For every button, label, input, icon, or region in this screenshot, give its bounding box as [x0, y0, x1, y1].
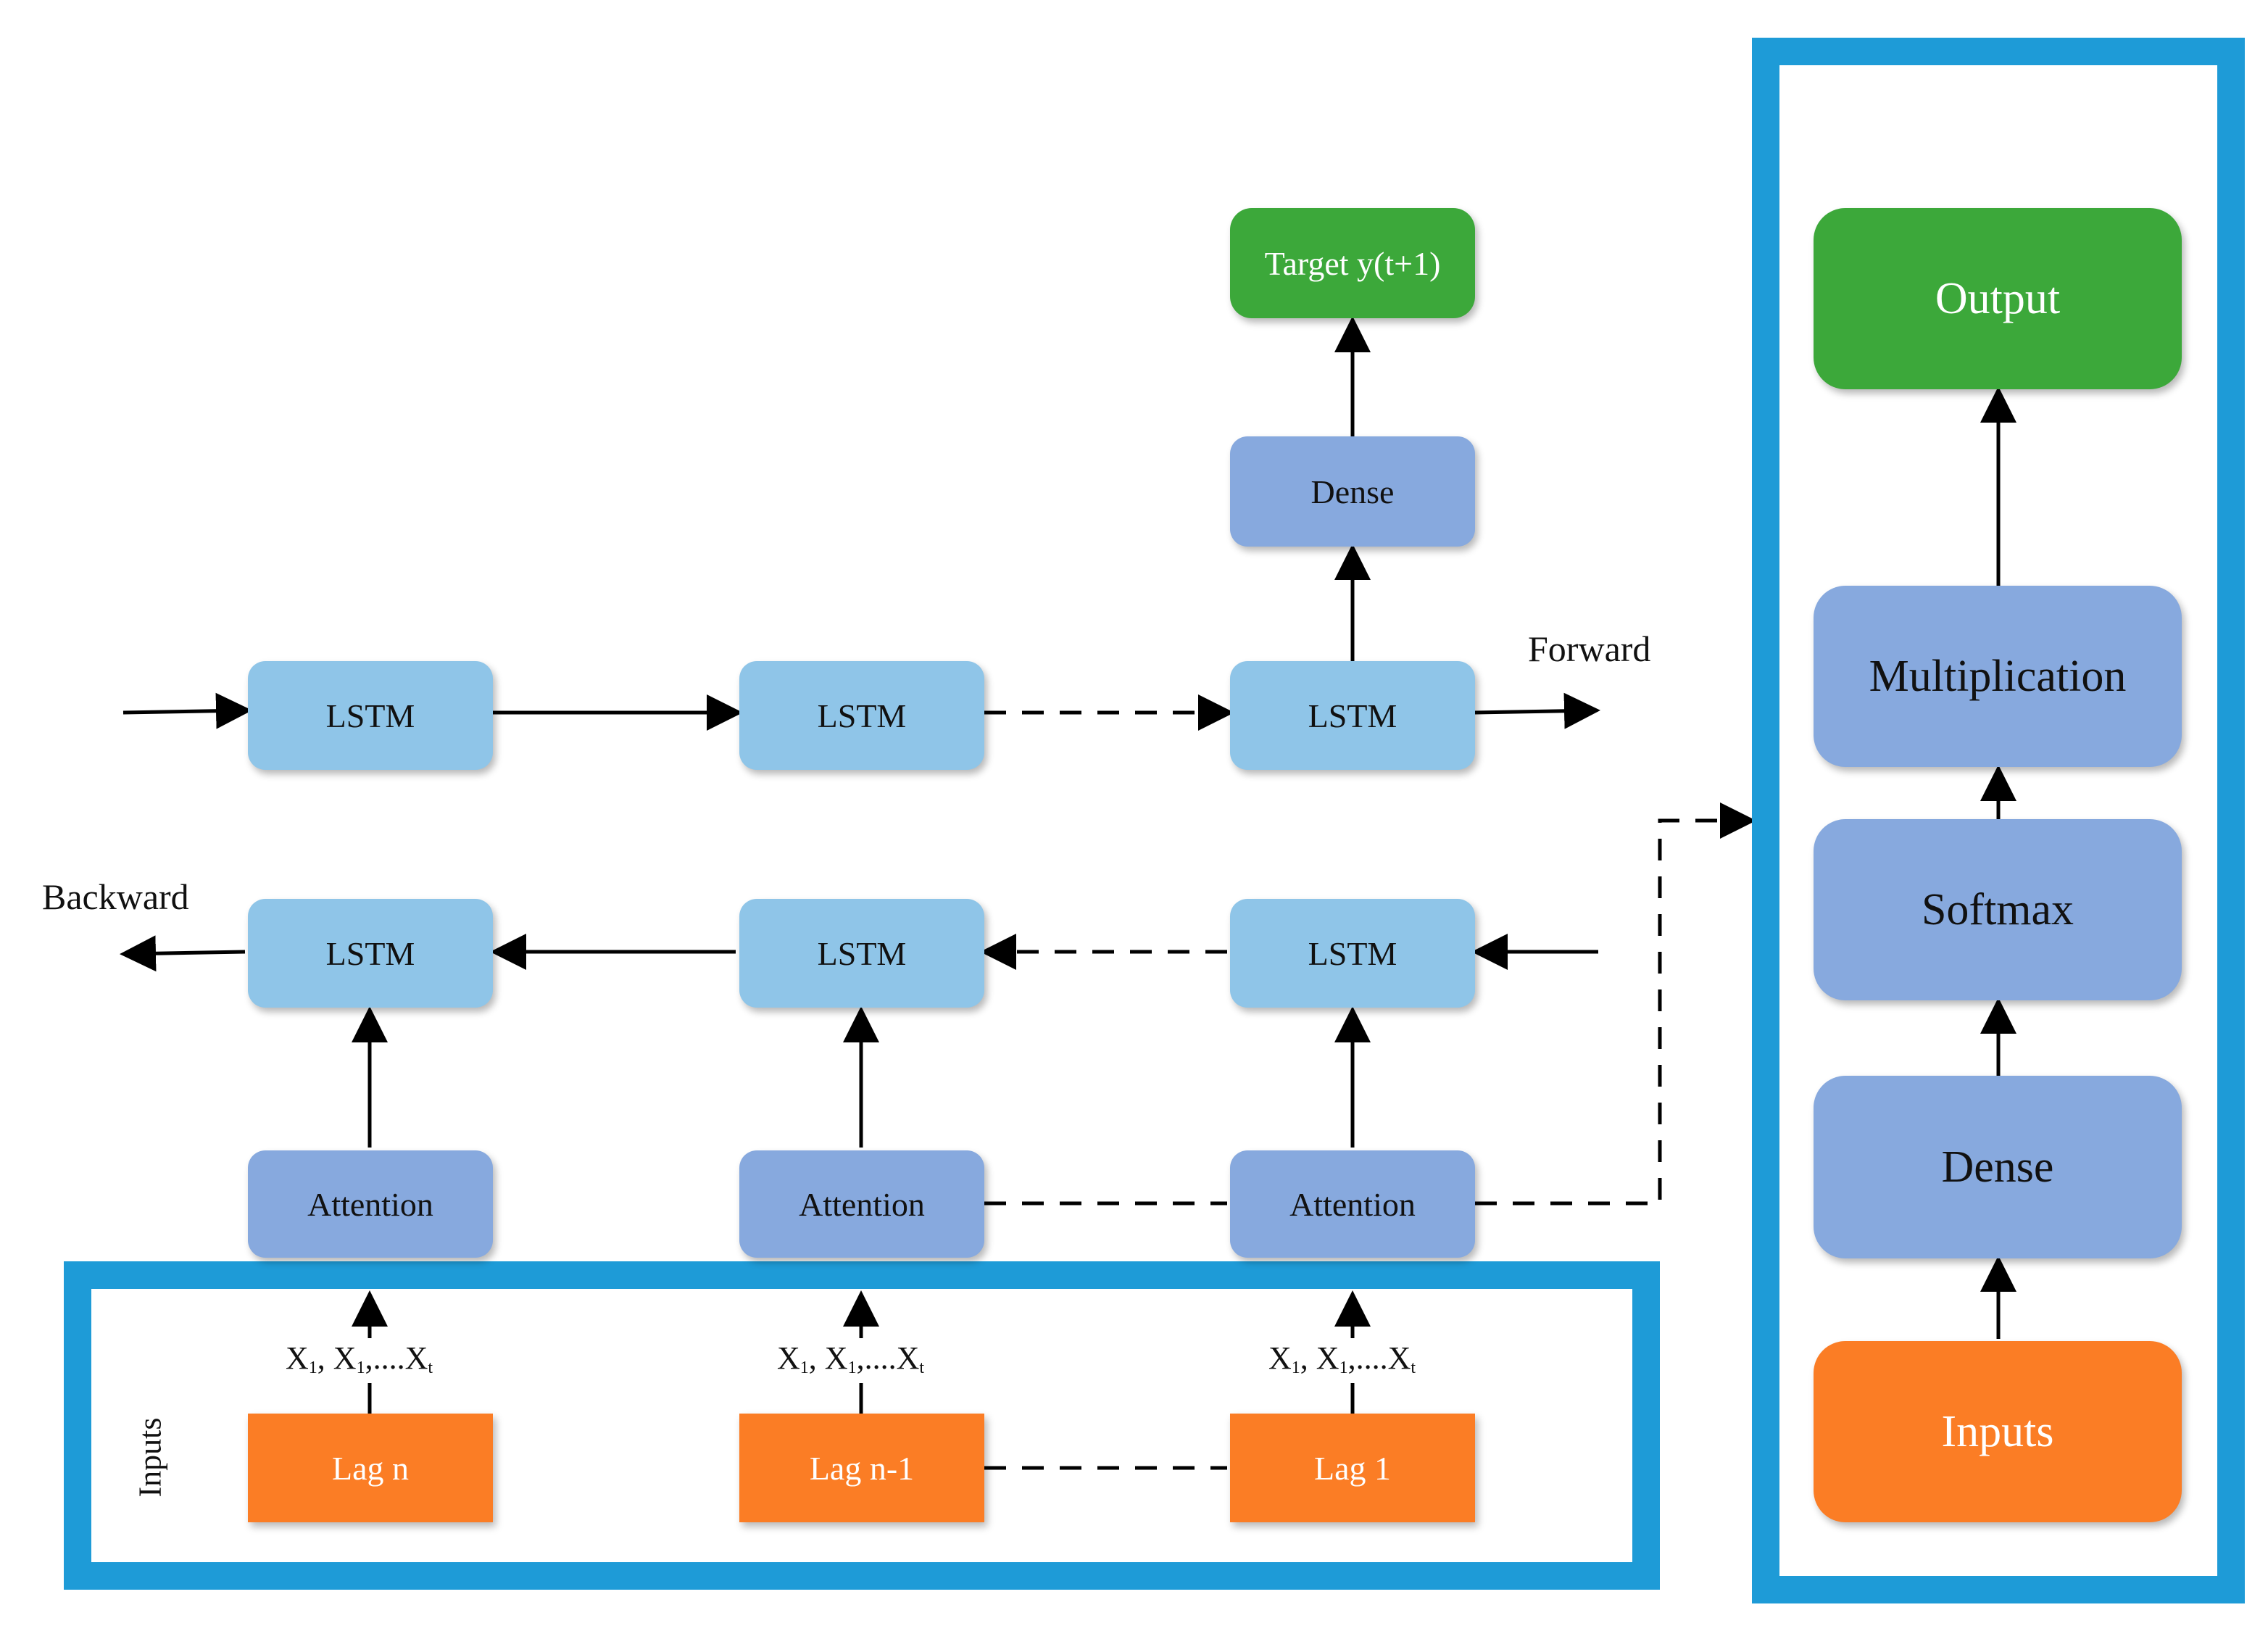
lag-node-n: Lag n: [248, 1414, 493, 1522]
attention-module-frame: [1752, 38, 2245, 1603]
lag-label: Lag n-1: [809, 1449, 915, 1487]
inputs-vertical-label: Inputs: [132, 1417, 168, 1498]
lstm-label: LSTM: [325, 934, 415, 972]
input-sequence-3: X1, X1,....Xt: [1268, 1340, 1416, 1377]
lag-node-1: Lag 1: [1230, 1414, 1475, 1522]
softmax-node: Softmax: [1814, 819, 2182, 1000]
inputs-label: Inputs: [1941, 1406, 2054, 1456]
output-label: Output: [1935, 273, 2061, 323]
attention-node-1: Attention: [248, 1150, 493, 1258]
dense-layer-node: Dense: [1814, 1076, 2182, 1258]
lstm-label: LSTM: [1308, 697, 1397, 734]
attention-label: Attention: [799, 1185, 925, 1223]
forward-lstm-3: LSTM: [1230, 661, 1475, 770]
attention-to-right-panel-dashed: [1475, 802, 1756, 1206]
backward-label: Backward: [42, 876, 189, 917]
lstm-label: LSTM: [817, 934, 907, 972]
target-node: Target y(t+1): [1230, 208, 1475, 318]
lstm-label: LSTM: [325, 697, 415, 734]
multiplication-node: Multiplication: [1814, 586, 2182, 767]
attention-node-2: Attention: [739, 1150, 984, 1258]
backward-lstm-1: LSTM: [248, 899, 493, 1008]
backward-output-arrow: [120, 935, 246, 972]
backward-lstm-2: LSTM: [739, 899, 984, 1008]
attention-label: Attention: [1289, 1185, 1416, 1223]
dense-layer-label: Dense: [1941, 1142, 2054, 1192]
lag-node-n-1: Lag n-1: [739, 1414, 984, 1522]
dense-node: Dense: [1230, 436, 1475, 547]
input-sequence-2: X1, X1,....Xt: [777, 1340, 925, 1377]
backward-lstm-3: LSTM: [1230, 899, 1475, 1008]
forward-output-arrow: [1474, 692, 1600, 729]
forward-lstm-2: LSTM: [739, 661, 984, 770]
lag-label: Lag 1: [1313, 1449, 1391, 1487]
inputs-frame: [64, 1261, 1660, 1590]
inputs-node: Inputs: [1814, 1341, 2182, 1522]
multiplication-label: Multiplication: [1869, 651, 2127, 701]
target-label: Target y(t+1): [1264, 244, 1441, 282]
output-node: Output: [1814, 208, 2182, 389]
forward-label: Forward: [1528, 628, 1651, 669]
lag-label: Lag n: [331, 1449, 409, 1487]
softmax-label: Softmax: [1921, 884, 2074, 934]
forward-lstm-1: LSTM: [248, 661, 493, 770]
input-sequence-1: X1, X1,....Xt: [286, 1340, 433, 1377]
lstm-label: LSTM: [1308, 934, 1397, 972]
lstm-label: LSTM: [817, 697, 907, 734]
forward-input-arrow: [122, 692, 252, 729]
attention-node-3: Attention: [1230, 1150, 1475, 1258]
attention-label: Attention: [307, 1185, 433, 1223]
dense-label: Dense: [1310, 473, 1395, 510]
